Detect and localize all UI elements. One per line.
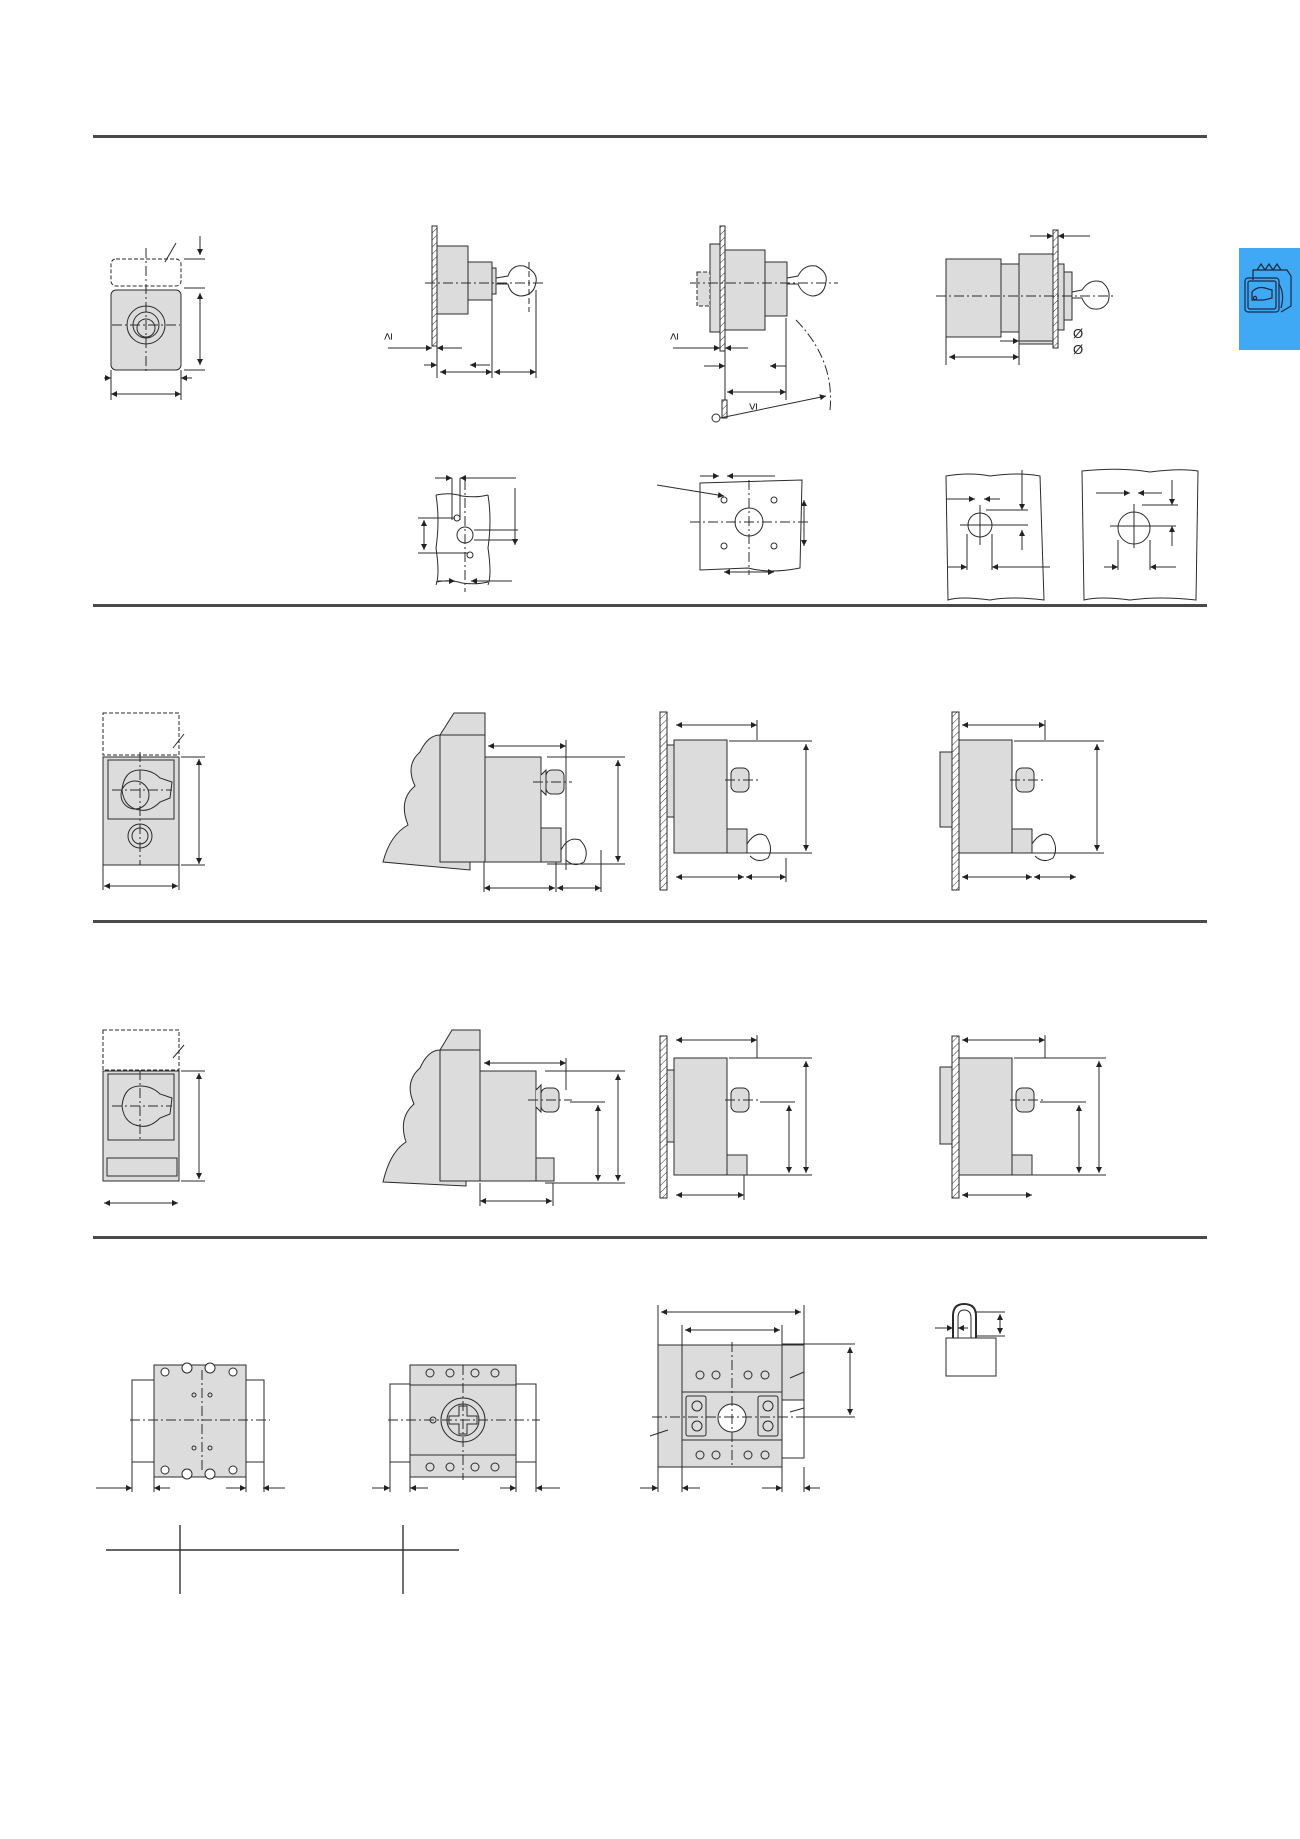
front-view-switch-with-label bbox=[102, 1029, 205, 1206]
dimension-table bbox=[106, 1525, 459, 1594]
section-tab[interactable] bbox=[1239, 248, 1300, 350]
side-view-wall-mount-flange bbox=[939, 1035, 1106, 1199]
side-view-enclosure bbox=[382, 1029, 625, 1206]
rotary-switch-icon bbox=[1239, 248, 1300, 350]
cutout-keyway-small bbox=[945, 470, 1050, 601]
top-view-switch-with-auxiliary bbox=[640, 1305, 855, 1492]
side-view-wall-mount-with-key bbox=[659, 711, 812, 891]
side-view-panel-mount-rear bbox=[673, 225, 838, 423]
side-view-wall-mount bbox=[659, 1035, 812, 1200]
drilling-template-small bbox=[418, 475, 518, 592]
diameter-label-1: Ø bbox=[1073, 326, 1084, 341]
top-view-switch-with-shaft bbox=[372, 1364, 560, 1492]
ge-label-2: ≥ bbox=[666, 332, 682, 341]
le-label: ≤ bbox=[745, 402, 761, 411]
top-view-switch-body bbox=[96, 1362, 285, 1492]
front-view-key-switch bbox=[104, 236, 205, 400]
section-divider-3 bbox=[93, 1236, 1207, 1239]
section-divider-1 bbox=[93, 604, 1207, 607]
side-view-panel-mount bbox=[388, 225, 545, 378]
cutout-keyway-large bbox=[1081, 468, 1199, 601]
section-divider-2 bbox=[93, 920, 1207, 923]
front-view-switch-with-key-lock bbox=[102, 712, 205, 890]
section-divider-top bbox=[93, 135, 1207, 138]
ge-label-1: ≥ bbox=[380, 332, 396, 341]
side-view-enclosure-with-key bbox=[382, 712, 625, 892]
padlock bbox=[935, 1302, 1005, 1377]
side-view-wall-mount-flange-with-key bbox=[939, 711, 1104, 891]
side-view-extended-body bbox=[936, 229, 1116, 365]
diameter-label-2: Ø bbox=[1073, 342, 1084, 357]
drilling-template-4-hole bbox=[656, 473, 808, 575]
